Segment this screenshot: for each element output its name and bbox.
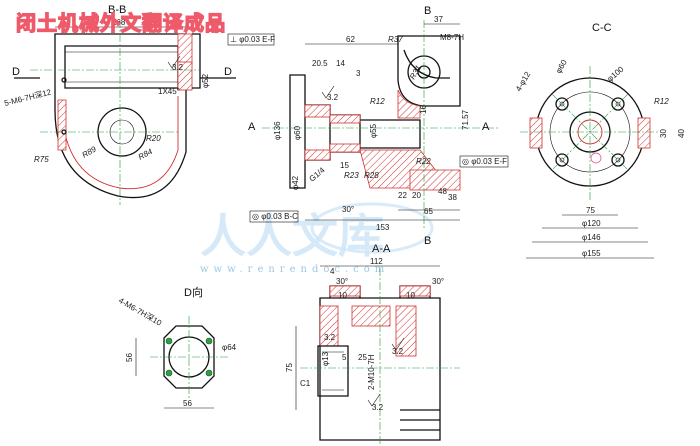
dim-30-angle: 30° [342, 205, 354, 214]
dim-r22: R22 [416, 157, 431, 166]
dim-56-v: 56 [125, 353, 134, 362]
tol-coax-right: ◎ φ0.03 E-F [462, 157, 507, 166]
dim-112: 112 [370, 257, 383, 266]
dim-phi120: φ120 [582, 219, 601, 228]
watermark-logo: 人人文库 www.renrendoc.com [200, 202, 434, 275]
dim-30-a: 30° [336, 277, 348, 286]
view-d: D向 4-M6-7H深10 φ64 56 56 [117, 285, 237, 409]
watermark-top-text: 闭土机械外文翻译成品 [16, 11, 226, 35]
dim-65: 65 [424, 207, 433, 216]
dim-r75: R75 [34, 155, 49, 164]
dim-38: 38 [448, 193, 457, 202]
dim-4: 4 [330, 267, 335, 276]
dim-phi42: φ42 [291, 175, 300, 190]
dim-16: 16 [419, 105, 428, 114]
dim-20: 20 [412, 191, 421, 200]
bb-flange-hatch [177, 33, 193, 65]
dim-71-57: 71.57 [461, 109, 470, 130]
section-label-d-view: D向 [184, 285, 203, 299]
dim-r12: R12 [370, 97, 385, 106]
section-label-aa: A-A [372, 243, 391, 255]
bb-flange-hatch-2 [177, 61, 193, 91]
dim-phi52: φ52 [201, 73, 210, 88]
dim-75-aa: 75 [285, 363, 294, 372]
dim-153: 153 [376, 223, 390, 232]
view-aa: A-A 112 4 30° 30° 10 10 φ13 75 C1 5 25 2… [285, 243, 460, 446]
dim-phi64: φ64 [222, 343, 237, 352]
dim-r28: R28 [364, 171, 379, 180]
dim-168: 168 [112, 18, 126, 27]
dim-5-m6: 5-M6-7H深12 [3, 87, 52, 107]
dim-48: 48 [438, 187, 447, 196]
dim-chamfer: 1X45° [158, 87, 180, 96]
dim-30-b: 30° [432, 277, 444, 286]
dim-30-cc: 30 [659, 129, 668, 138]
dim-4-m6: 4-M6-7H深10 [117, 296, 164, 328]
dim-phi60: φ60 [293, 125, 302, 140]
view-cc: C-C 4-φ12 φ60 φ100 R12 30 40 75 φ120 [514, 22, 686, 259]
dim-40-cc: 40 [677, 129, 686, 138]
ra-32-d: 3.2 [324, 333, 336, 342]
dim-37: 37 [434, 15, 443, 24]
dim-4-phi12: 4-φ12 [514, 70, 533, 93]
dim-3: 3 [356, 69, 361, 78]
dim-c1: C1 [300, 379, 311, 388]
dim-g14: G1/4 [308, 165, 327, 183]
dim-phi155: φ155 [582, 249, 601, 258]
d-flange-outline [163, 325, 215, 389]
dim-25: 25 [358, 353, 367, 362]
ra-32-b: 3.2 [327, 93, 339, 102]
dim-r23: R23 [344, 171, 359, 180]
dim-r20: R20 [146, 134, 161, 143]
dim-r89: R89 [81, 144, 99, 159]
tol-perp-bb: ⊥ φ0.03 E-F [230, 35, 275, 44]
dim-m8: M8-7H [440, 33, 464, 42]
dim-r37: R37 [388, 35, 403, 44]
tol-coax-bottom: ◎ φ0.03 B-C [252, 212, 298, 221]
dim-14: 14 [336, 59, 345, 68]
section-label-bb: B-B [108, 4, 126, 16]
dim-5: 5 [342, 353, 347, 362]
view-bb: 168 B-B D D 5-M6-7H深12 1X45° φ52 R20 R84… [3, 4, 275, 205]
ra-32-c: 3.2 [392, 347, 404, 356]
dim-phi55: φ55 [369, 123, 378, 138]
dim-15: 15 [340, 161, 349, 170]
ra-32-a: 3.2 [172, 63, 184, 72]
dim-56-h: 56 [183, 399, 192, 408]
dim-phi60-cc: φ60 [554, 58, 569, 75]
section-arrow-d-right: D [224, 66, 232, 78]
dim-phi13: φ13 [321, 351, 330, 366]
section-arrow-a-right: A [482, 121, 490, 133]
view-main-section: A A B B 62 37 M8-7H R37 R31 20.5 14 3 φ1… [248, 5, 509, 247]
section-label-cc: C-C [592, 22, 612, 34]
dim-10-b: 10 [406, 291, 415, 300]
dim-62: 62 [346, 35, 355, 44]
dim-phi100: φ100 [606, 64, 626, 83]
dim-r12-cc: R12 [654, 97, 669, 106]
dim-2-m10: 2-M10-7H [367, 354, 376, 390]
watermark-mid-text: 人人文库 [200, 209, 384, 263]
dim-phi136: φ136 [273, 121, 282, 140]
section-arrow-b-top: B [424, 5, 431, 17]
dim-22: 22 [398, 191, 407, 200]
ra-32-e: 3.2 [372, 403, 384, 412]
dim-phi146: φ146 [582, 233, 601, 242]
dim-10-a: 10 [338, 291, 347, 300]
section-arrow-d-left: D [12, 66, 20, 78]
section-arrow-b-bottom: B [424, 235, 431, 247]
dim-75-cc: 75 [586, 206, 595, 215]
dim-20-5: 20.5 [312, 59, 328, 68]
watermark-url: www.renrendoc.com [200, 264, 389, 275]
section-arrow-a-left: A [248, 121, 256, 133]
